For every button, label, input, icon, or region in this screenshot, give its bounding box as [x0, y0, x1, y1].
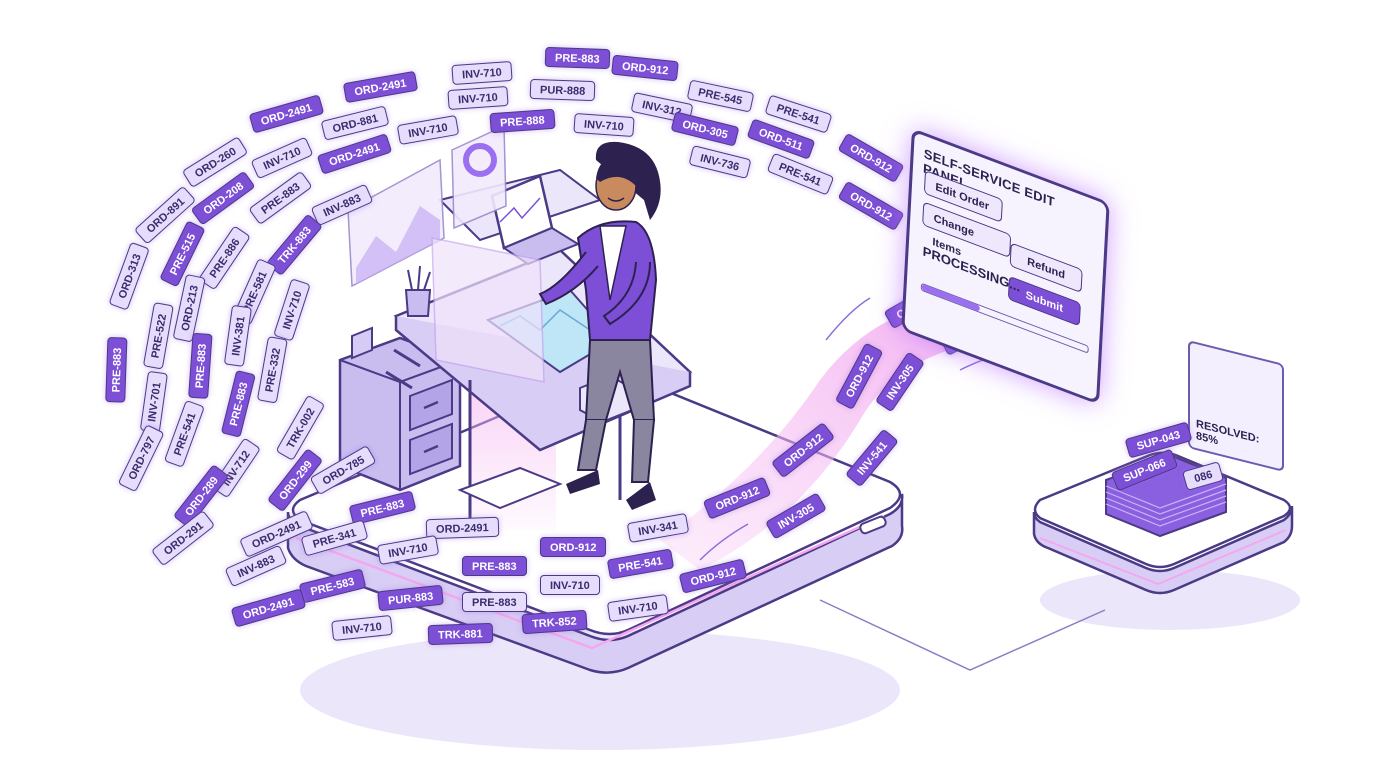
swirl-ticket-tag: INV-710	[447, 85, 509, 111]
holo-screen-front	[431, 237, 545, 383]
pencil-cup	[404, 265, 432, 317]
swirl-ticket-tag: TRK-881	[427, 622, 493, 646]
main-platform	[286, 372, 904, 674]
swirl-ticket-tag: PRE-883	[544, 46, 610, 70]
holo-screen-area-chart	[347, 158, 445, 288]
swirl-ticket-tag: PRE-883	[105, 337, 128, 403]
progress-fill	[921, 283, 981, 312]
swirl-ticket-tag: INV-710	[451, 60, 513, 86]
holo-screen-pie-chart	[451, 124, 507, 230]
swirl-ticket-tag: INV-710	[573, 112, 635, 138]
wrench-icon	[385, 348, 421, 390]
swirl-ticket-tag: INV-710	[540, 575, 600, 595]
swirl-ticket-tag: PRE-883	[462, 592, 527, 612]
laptop	[490, 174, 581, 266]
support-agent-figure	[538, 141, 661, 510]
swirl-ticket-tag: ORD-2491	[425, 516, 499, 540]
swirl-ticket-tag: ORD-912	[540, 537, 607, 557]
swirl-ticket-tag: PRE-883	[462, 556, 527, 576]
connector-lines	[819, 599, 1106, 671]
swirl-ticket-tag: PUR-888	[529, 78, 596, 102]
ground-shadow	[300, 570, 1300, 750]
